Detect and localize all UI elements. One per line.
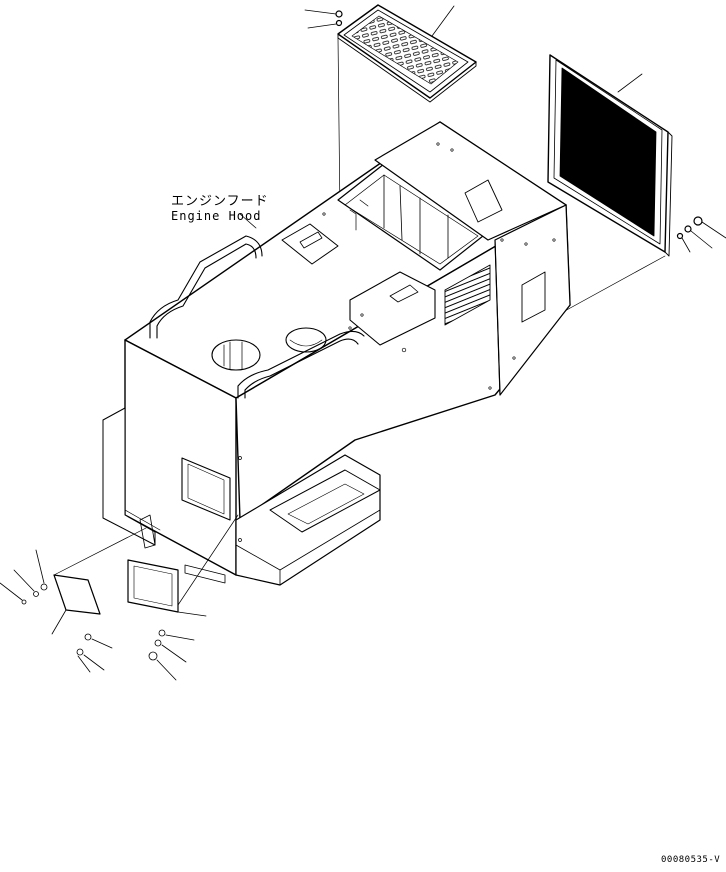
leader-line-engine-hood xyxy=(240,214,256,228)
engine-hood-body xyxy=(103,122,570,585)
handrails xyxy=(150,236,364,398)
guide-line-rear-grille xyxy=(552,256,665,318)
top-cover-bolts xyxy=(305,10,342,28)
side-cover-plate-left xyxy=(54,575,100,614)
leader-line-right-plate xyxy=(178,612,206,616)
side-cover-plate-right xyxy=(128,560,178,612)
rear-grille-bolts xyxy=(678,217,726,252)
guide-line-left-plate xyxy=(54,528,146,575)
rear-radiator-grille xyxy=(548,55,672,256)
guide-line-right-plate xyxy=(178,515,238,605)
leader-line-rear-grille xyxy=(618,74,642,92)
drawing-number: 00080535-V xyxy=(661,855,721,865)
guide-line-top-cover xyxy=(338,38,340,215)
lower-fasteners xyxy=(0,550,194,680)
leader-line-top-cover xyxy=(432,6,454,36)
top-grille-cover xyxy=(338,5,476,102)
part-name-japanese: エンジンフード xyxy=(171,194,269,209)
rivet-holes xyxy=(239,143,556,542)
part-name-english: Engine Hood xyxy=(171,209,262,223)
